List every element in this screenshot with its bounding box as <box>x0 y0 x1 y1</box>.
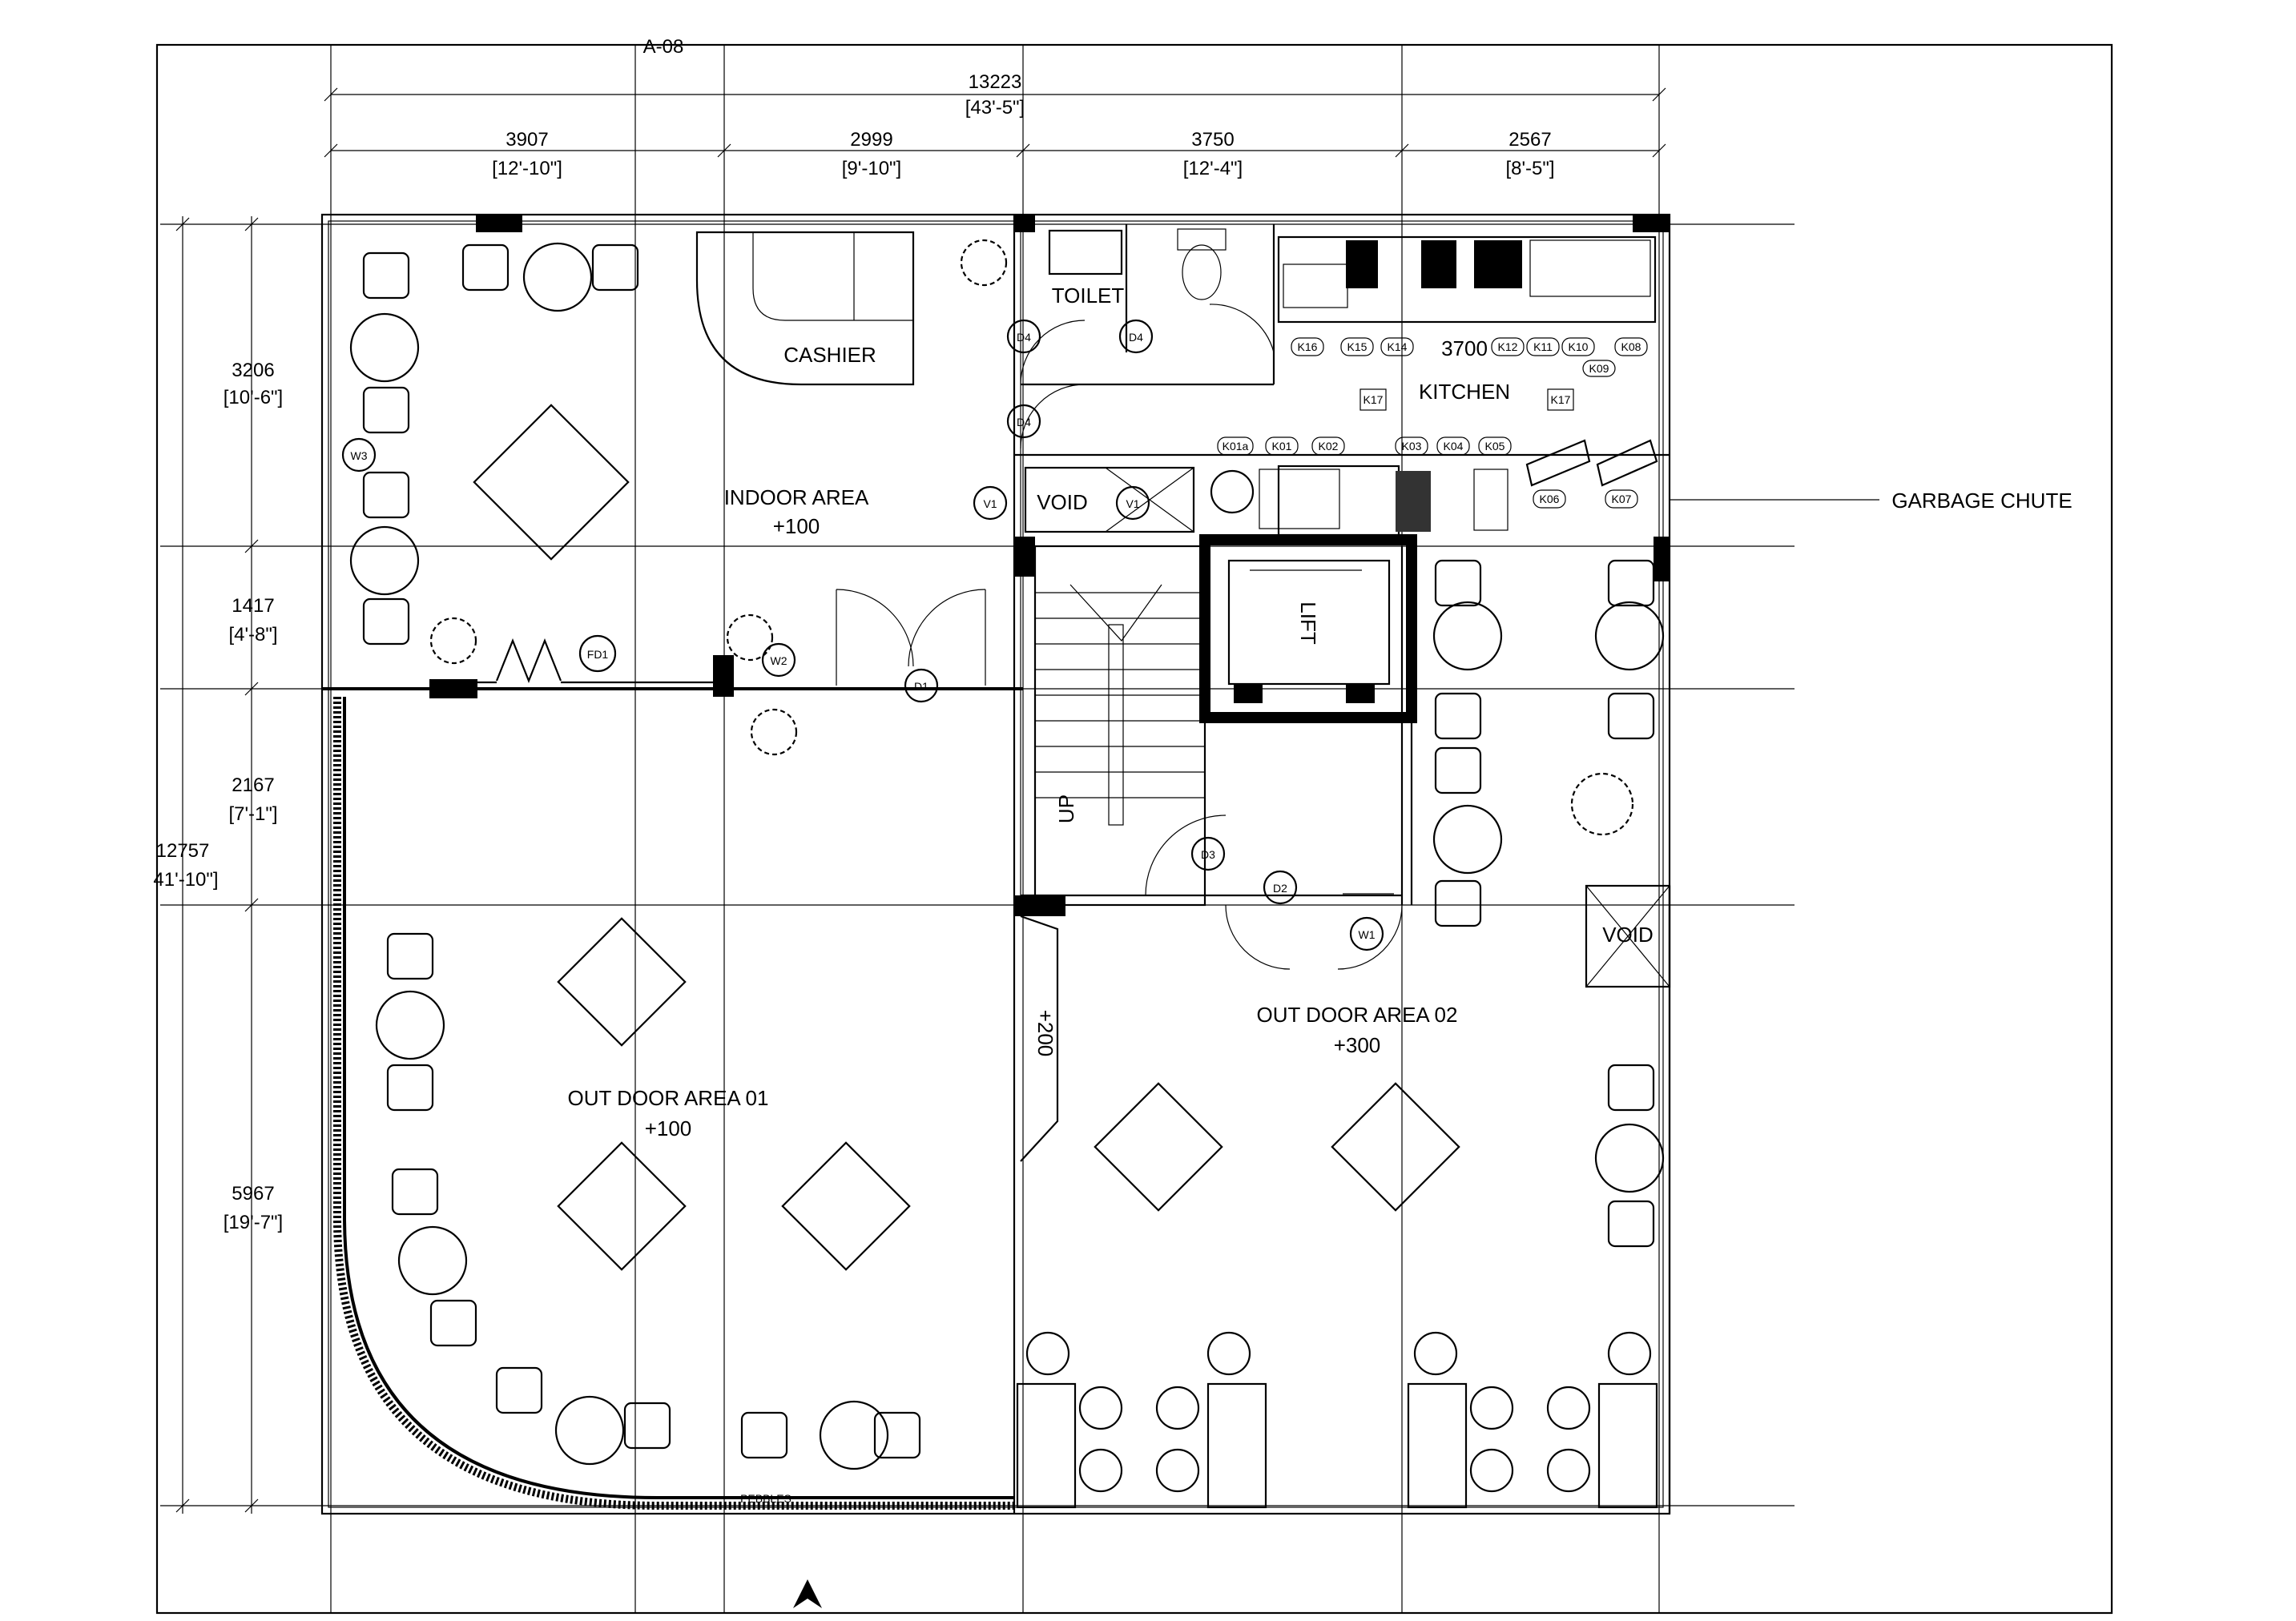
ktag-k04: K04 <box>1444 440 1464 453</box>
left-dimensions: 3206 [10'-6"] 1417 [4'-8"] 2167 [7'-1"] … <box>153 216 283 1514</box>
dim-row-4: 5967 <box>232 1183 274 1205</box>
ktag-k01a: K01a <box>1223 440 1249 453</box>
tag-d4-2: D4 <box>1129 331 1143 344</box>
dim-col-1: 3907 <box>506 129 548 151</box>
dim-col-4-ft: [8'-5"] <box>1505 158 1554 179</box>
walls <box>320 213 1671 1515</box>
ktag-k11: K11 <box>1533 340 1553 353</box>
tag-d4-3: D4 <box>1017 416 1031 428</box>
ktag-k06: K06 <box>1540 493 1560 505</box>
dim-row-2: 1417 <box>232 595 274 617</box>
seating-outdoor-02 <box>1016 559 1665 1509</box>
dim-col-2: 2999 <box>850 129 892 151</box>
kitchen-equipment <box>1210 235 1658 537</box>
ktag-k07: K07 <box>1612 493 1632 505</box>
dim-row-3-ft: [7'-1"] <box>228 803 277 825</box>
label-outdoor-01: OUT DOOR AREA 01 <box>568 1086 769 1110</box>
ktag-k12: K12 <box>1498 340 1518 353</box>
lift <box>1227 559 1391 703</box>
label-lift: LIFT <box>1296 601 1320 645</box>
dim-total-height: 12757 <box>156 840 210 862</box>
label-up: UP <box>1054 794 1078 823</box>
door-swings <box>836 589 1403 970</box>
plant-icon <box>429 239 1634 836</box>
dim-row-1-ft: [10'-6"] <box>224 387 283 408</box>
opening-tags: W3 FD1 W2 D1 D2 D3 D4 D4 D4 V1 V1 W1 <box>341 319 1384 951</box>
label-toilet: TOILET <box>1052 284 1125 308</box>
ktag-k08: K08 <box>1621 340 1641 353</box>
tag-d1: D1 <box>914 680 928 693</box>
seating-outdoor-01 <box>375 917 921 1470</box>
label-kitchen: KITCHEN <box>1419 380 1510 404</box>
kitchen-tags: K16 K15 K14 K12 K11 K10 K08 K09 K17 K17 … <box>1217 337 1648 509</box>
label-outdoor-02-level: +300 <box>1334 1033 1381 1057</box>
dim-row-3: 2167 <box>232 774 274 796</box>
ktag-k14: K14 <box>1388 340 1408 353</box>
label-garbage-chute: GARBAGE CHUTE <box>1891 489 2072 513</box>
ktag-k10: K10 <box>1569 340 1589 353</box>
sheet-frame <box>155 43 2113 1615</box>
label-pebbles: PEBBLES <box>740 1492 792 1505</box>
label-indoor-level: +100 <box>773 514 820 538</box>
tag-w1: W1 <box>1359 928 1376 941</box>
seating-indoor <box>349 242 639 646</box>
label-ramp-level: +200 <box>1033 1010 1057 1057</box>
ktag-k17-2: K17 <box>1551 393 1571 406</box>
ktag-k15: K15 <box>1347 340 1368 353</box>
dim-row-2-ft: [4'-8"] <box>228 624 277 646</box>
cashier-counter <box>695 231 915 386</box>
toilet-fixtures <box>1020 228 1275 449</box>
stair-treads <box>1035 584 1205 826</box>
void-v1 <box>1024 466 1195 533</box>
label-void-right: VOID <box>1602 923 1654 947</box>
dim-row-1: 3206 <box>232 360 274 381</box>
room-labels: CASHIER TOILET KITCHEN 3700 INDOOR AREA … <box>568 284 2072 1505</box>
ktag-k01: K01 <box>1272 440 1292 453</box>
sheet-ref: A-08 <box>643 36 684 58</box>
tag-d3: D3 <box>1201 848 1215 861</box>
tag-v1-2: V1 <box>1126 497 1139 510</box>
tag-v1-1: V1 <box>983 497 997 510</box>
label-indoor-area: INDOOR AREA <box>724 485 869 509</box>
dim-col-2-ft: [9'-10"] <box>842 158 901 179</box>
dim-col-3-ft: [12'-4"] <box>1183 158 1243 179</box>
tag-d2: D2 <box>1273 882 1287 895</box>
tag-fd1: FD1 <box>587 648 609 661</box>
ktag-k05: K05 <box>1485 440 1505 453</box>
dim-total-height-ft: 41'-10"] <box>153 869 218 891</box>
tag-w2: W2 <box>771 654 787 667</box>
dim-total-width: 13223 <box>969 71 1022 93</box>
tag-w3: W3 <box>351 449 368 462</box>
ktag-k16: K16 <box>1298 340 1318 353</box>
grid-lines <box>160 45 1795 1613</box>
tag-d4-1: D4 <box>1017 331 1031 344</box>
dim-col-3: 3750 <box>1191 129 1234 151</box>
label-outdoor-02: OUT DOOR AREA 02 <box>1257 1003 1458 1027</box>
ktag-k17-1: K17 <box>1364 393 1384 406</box>
ktag-k02: K02 <box>1319 440 1339 453</box>
label-outdoor-01-level: +100 <box>645 1116 692 1140</box>
north-arrow-icon <box>793 1579 822 1608</box>
fold-door <box>433 638 713 684</box>
dim-row-4-ft: [19'-7"] <box>224 1212 283 1233</box>
dim-col-4: 2567 <box>1509 129 1551 151</box>
dim-col-1-ft: [12'-10"] <box>492 158 562 179</box>
label-kitchen-dim: 3700 <box>1441 336 1488 360</box>
ktag-k03: K03 <box>1402 440 1422 453</box>
label-void-v1: VOID <box>1037 490 1088 514</box>
top-dimensions: A-08 13223 [43'-5"] 3907 [12'-10"] 2999 … <box>324 36 1666 179</box>
ktag-k09: K09 <box>1589 362 1609 375</box>
dim-total-width-ft: [43'-5"] <box>965 97 1025 119</box>
label-cashier: CASHIER <box>783 343 876 367</box>
